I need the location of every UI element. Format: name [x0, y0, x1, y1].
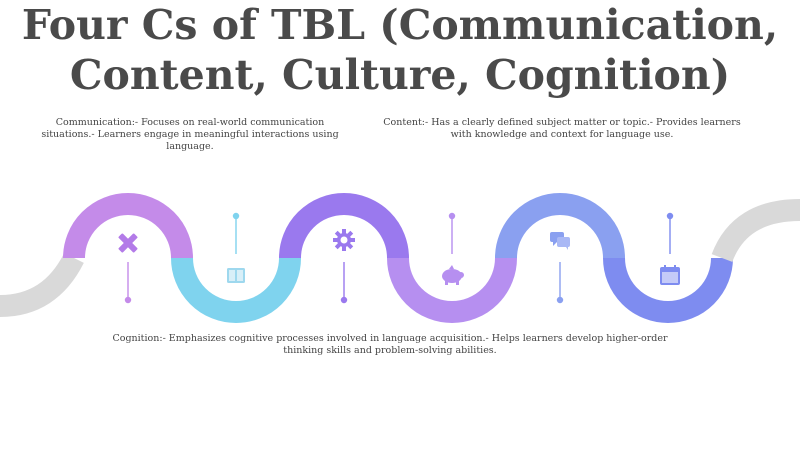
chat-icon	[550, 232, 570, 250]
wave-segment-5	[495, 193, 625, 259]
connector-4	[448, 212, 456, 254]
puzzle-icon	[118, 233, 138, 253]
cognition-label: Cognition:	[112, 333, 163, 344]
wave-segment-6	[603, 257, 733, 323]
connector-1	[124, 262, 132, 304]
communication-description: - Focuses on real-world communication si…	[41, 117, 339, 152]
gear-icon	[333, 229, 355, 251]
book-icon	[227, 268, 245, 283]
content-label: Content:	[383, 117, 425, 128]
page-title: Four Cs of TBL (Communication, Content, …	[21, 1, 779, 99]
wave-segment-2	[171, 257, 301, 323]
communication-text: Communication:- Focuses on real-world co…	[40, 117, 340, 153]
wave-segment-4	[387, 257, 517, 323]
content-description: - Has a clearly defined subject matter o…	[424, 117, 741, 140]
communication-label: Communication:	[55, 117, 135, 128]
calendar-icon	[660, 265, 680, 285]
wave-segment-left-tail	[0, 252, 84, 317]
wave-segment-right-tail	[711, 199, 800, 263]
connector-2	[232, 212, 240, 254]
cognition-text: Cognition:- Emphasizes cognitive process…	[110, 333, 670, 357]
connector-3	[340, 262, 348, 304]
wave-segment-1	[63, 193, 193, 259]
wave-segment-3	[279, 193, 409, 259]
connector-6	[666, 212, 674, 254]
cognition-description: - Emphasizes cognitive processes involve…	[162, 333, 668, 356]
content-text: Content:- Has a clearly defined subject …	[372, 117, 752, 141]
piggy-bank-icon	[442, 265, 464, 285]
connector-5	[556, 262, 564, 304]
